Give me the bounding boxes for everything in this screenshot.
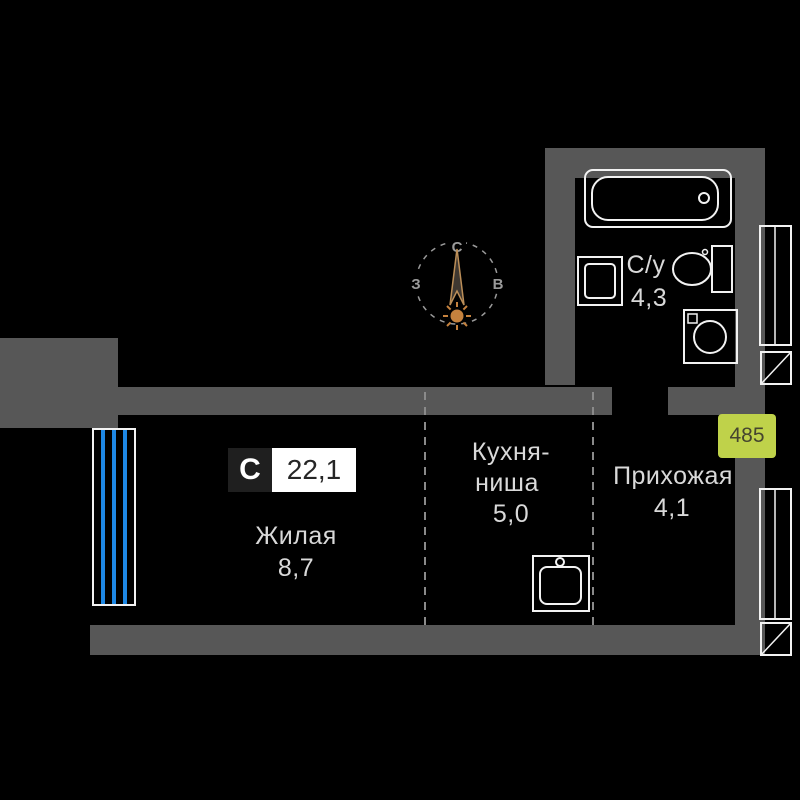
- room-label-bathroom-area: 4,3: [630, 284, 668, 312]
- compass-icon: С В З: [407, 236, 507, 330]
- room-label-kitchen-name-line1: Кухня-: [471, 438, 551, 466]
- apartment-total-area: 22,1: [272, 448, 356, 492]
- room-label-living-name: Жилая: [255, 522, 337, 550]
- dashed-divider-kitchen-hallway: [592, 392, 594, 625]
- compass-west-label: З: [411, 276, 420, 293]
- apartment-type-badge: С 22,1: [228, 448, 356, 492]
- shaft-bottom-icon: [760, 622, 792, 656]
- dashed-divider-living-kitchen: [424, 392, 426, 625]
- compass-needle: [449, 248, 465, 306]
- apartment-type-letter: С: [228, 448, 272, 492]
- room-label-hallway-area: 4,1: [653, 494, 691, 522]
- compass-sun: [443, 302, 471, 330]
- kitchen-sink-icon: [532, 555, 590, 612]
- window-pane: [101, 430, 105, 604]
- wall-bottom: [90, 625, 765, 655]
- room-label-bathroom-name: С/у: [626, 251, 666, 279]
- apartment-number-badge: 485: [718, 414, 776, 458]
- window-pane: [112, 430, 116, 604]
- wall-main-top-left-segment: [90, 387, 612, 415]
- compass-east-label: В: [493, 276, 504, 293]
- room-label-kitchen-area: 5,0: [492, 500, 530, 528]
- window-glazing: [92, 428, 136, 606]
- wall-bathroom-left: [545, 148, 575, 385]
- washing-machine-icon: [683, 309, 738, 364]
- window-pane: [123, 430, 127, 604]
- shaft-top-icon: [760, 351, 792, 385]
- room-label-living-area: 8,7: [277, 554, 315, 582]
- room-label-kitchen-name-line2: ниша: [475, 469, 539, 497]
- wall-bathroom-top: [545, 148, 765, 178]
- bathtub-icon: [584, 169, 732, 228]
- room-label-hallway-name: Прихожая: [613, 462, 733, 490]
- compass-north-label: С: [452, 239, 463, 256]
- wall-main-top-right-segment: [668, 387, 765, 415]
